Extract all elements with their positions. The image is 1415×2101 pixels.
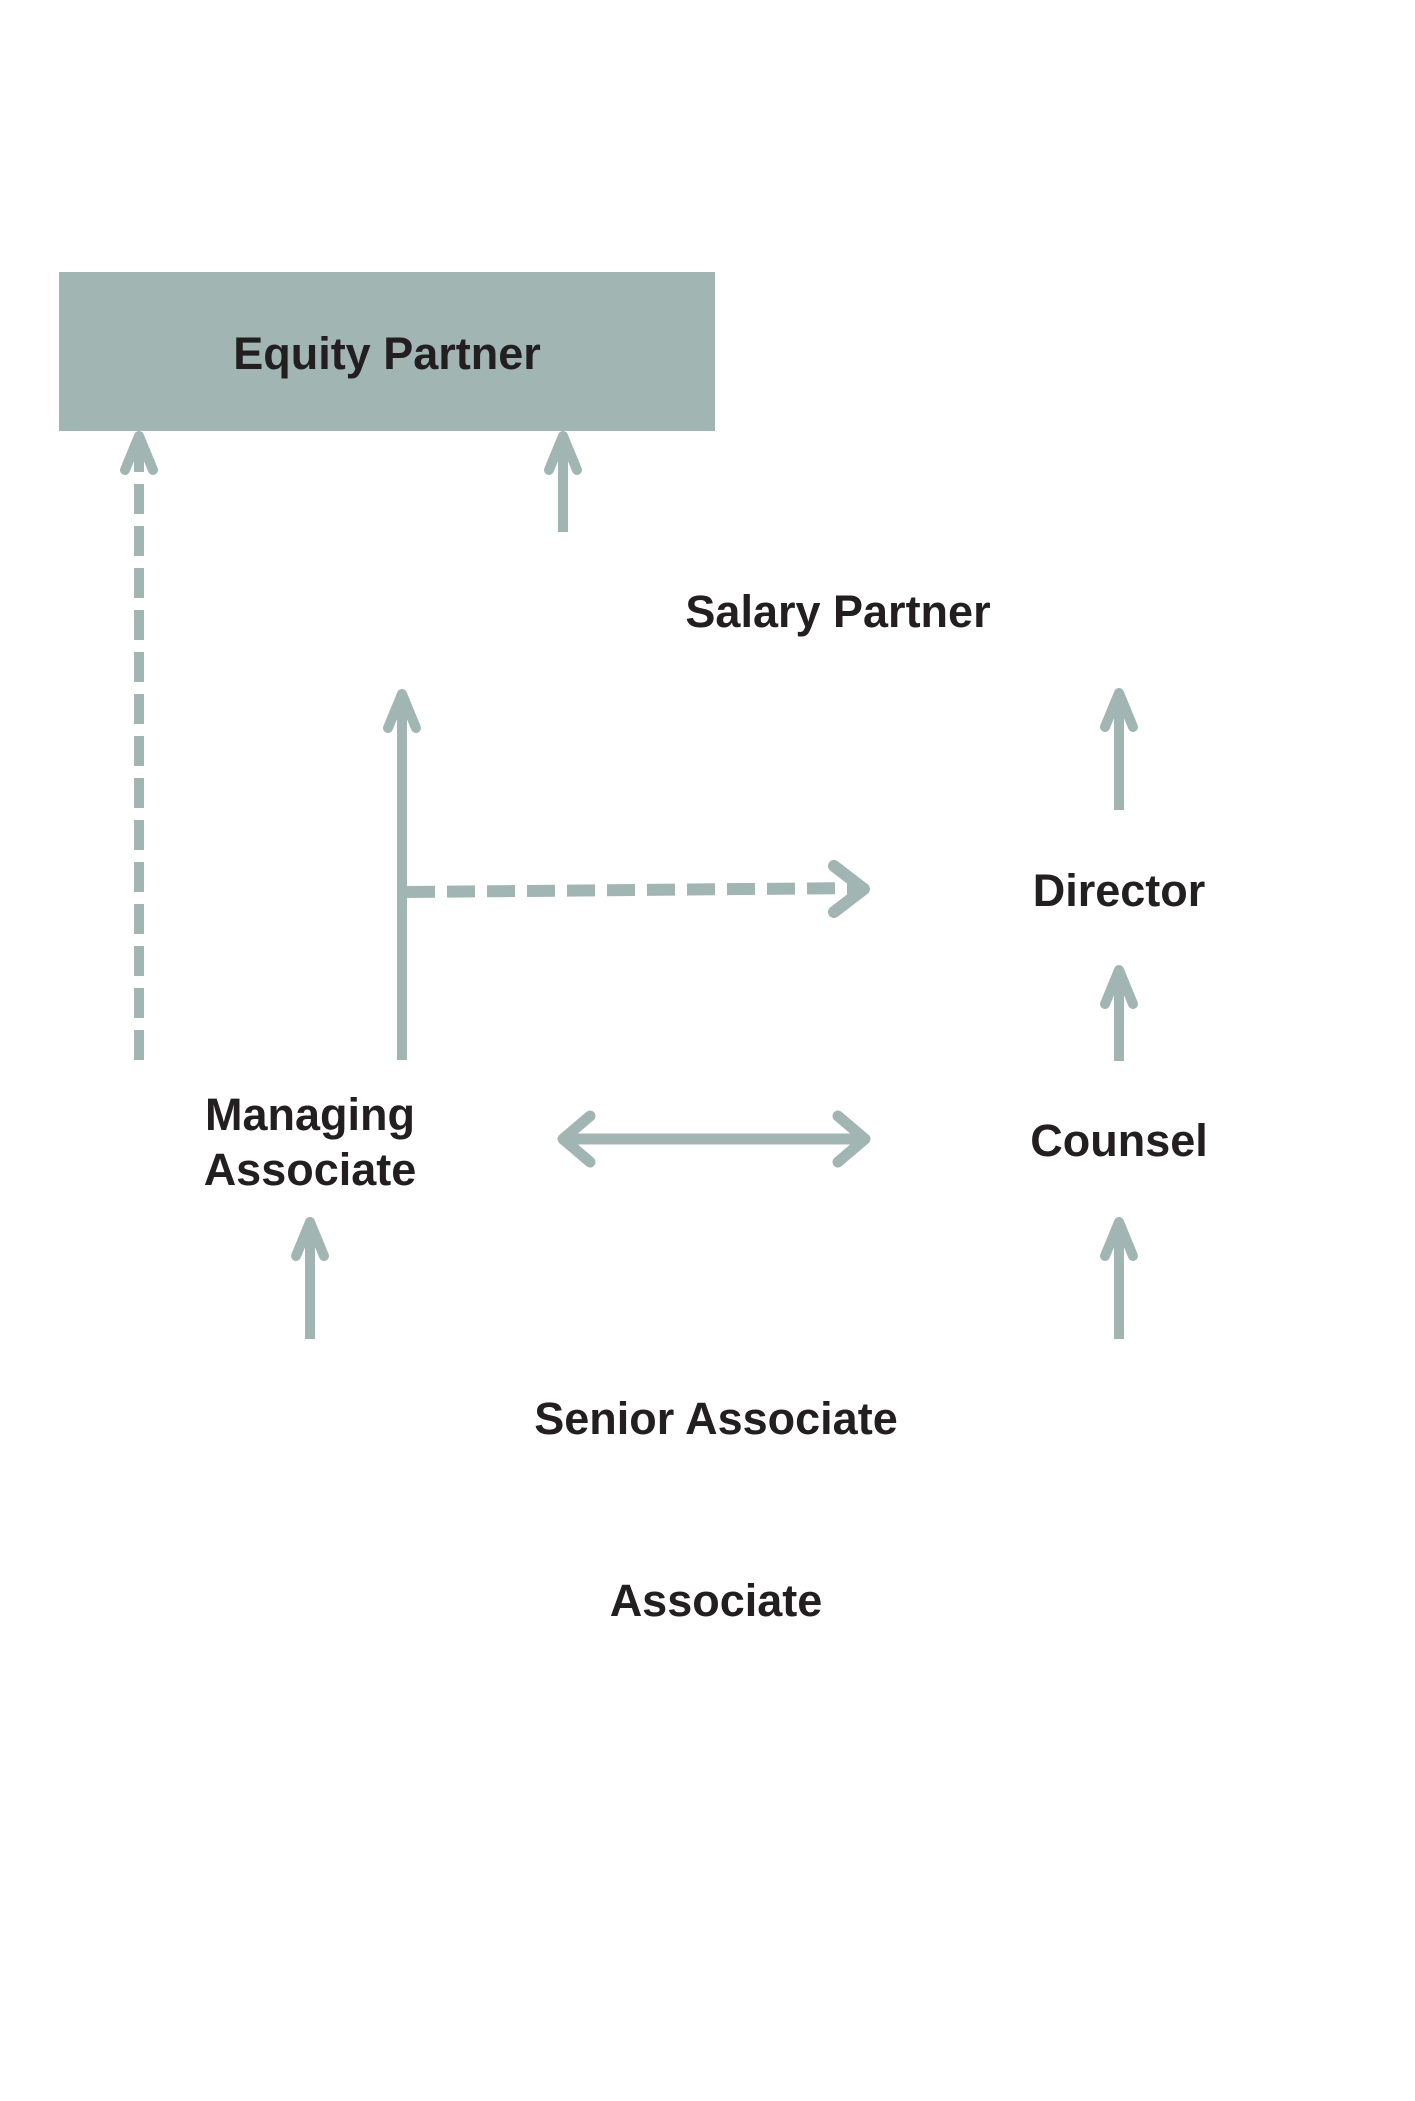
- salary-partner-label: Salary Partner: [685, 586, 990, 637]
- arrowhead-counsel-to-director: [1100, 965, 1138, 1009]
- arrowhead-senior-to-counsel: [1100, 1217, 1138, 1261]
- director-label: Director: [1033, 865, 1206, 916]
- senior-associate-label: Senior Associate: [534, 1393, 897, 1444]
- managing-associate-label-line2: Associate: [204, 1144, 417, 1195]
- arrowhead-senior-to-ma: [291, 1217, 329, 1261]
- arrowhead-salary-to-equity: [544, 431, 582, 475]
- associate-label: Associate: [610, 1575, 823, 1626]
- arrowhead-left-ma-counsel: [557, 1110, 596, 1168]
- managing-associate-label-line1: Managing: [205, 1089, 415, 1140]
- arrowhead-right-ma-counsel: [832, 1110, 871, 1168]
- dashed-line-ma-to-director: [406, 882, 861, 898]
- arrowhead-ma-to-equity: [120, 431, 158, 475]
- equity-partner-label: Equity Partner: [233, 328, 541, 379]
- equity-partner-box: [59, 272, 715, 431]
- counsel-label: Counsel: [1030, 1115, 1208, 1166]
- arrowhead-ma-to-director: [828, 860, 870, 918]
- arrowhead-ma-to-salary: [383, 689, 421, 733]
- arrowhead-director-to-salary: [1100, 688, 1138, 732]
